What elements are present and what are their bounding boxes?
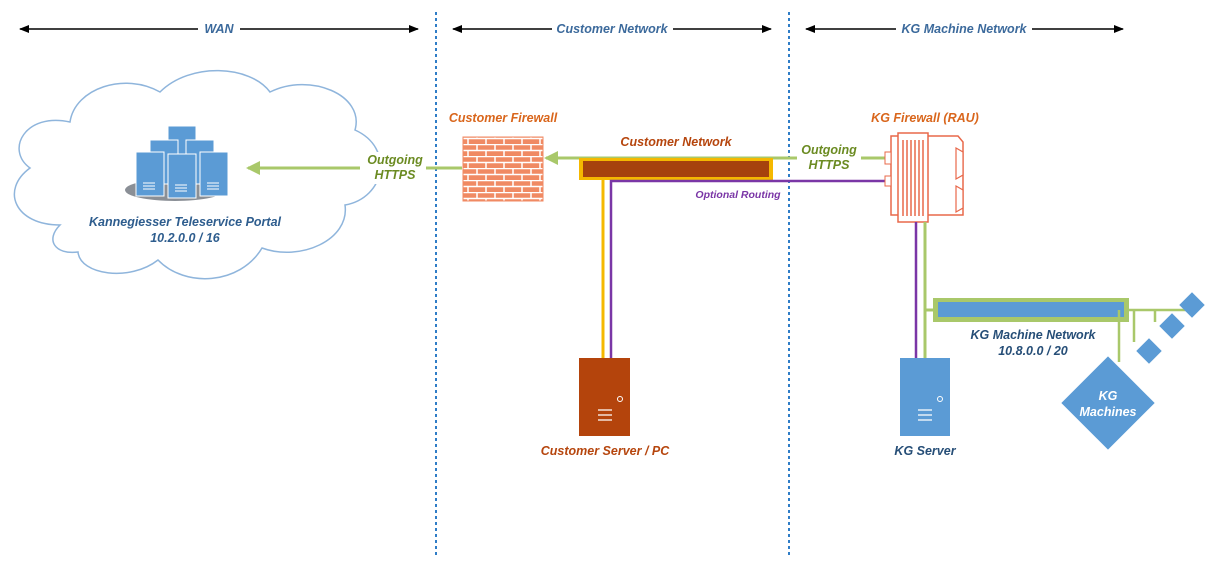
kg-server-label: KG Server <box>894 444 956 458</box>
kg-machine-links <box>1117 308 1195 362</box>
optional-routing-link <box>609 179 888 360</box>
zone-arrow-wan: WAN <box>19 22 419 36</box>
customer-firewall-label: Customer Firewall <box>449 111 558 125</box>
portal-subnet: 10.2.0.0 / 16 <box>150 231 221 245</box>
zone-label-kg-machine-network: KG Machine Network <box>901 22 1027 36</box>
customer-server-label: Customer Server / PC <box>541 444 670 458</box>
kg-machine-small-1 <box>1179 292 1205 318</box>
optional-routing-label: Optional Routing <box>695 189 781 201</box>
kg-firewall-icon <box>884 132 964 223</box>
kg-machines-icon <box>1061 356 1155 450</box>
server-cluster-icon <box>125 125 229 201</box>
zone-label-wan: WAN <box>204 22 234 36</box>
kg-server-icon <box>900 358 950 436</box>
zone-arrow-customer: Customer Network <box>452 22 772 36</box>
https-right-line2: HTTPS <box>809 158 851 172</box>
https-right-line1: Outgoing <box>801 143 857 157</box>
kg-machine-network-subnet: 10.8.0.0 / 20 <box>998 344 1068 358</box>
customer-firewall-icon <box>462 136 544 202</box>
portal-name: Kannegiesser Teleservice Portal <box>89 215 282 229</box>
zone-arrow-kg: KG Machine Network <box>805 22 1124 36</box>
kg-machine-small-2 <box>1159 313 1185 339</box>
kg-machine-network-name: KG Machine Network <box>970 328 1096 342</box>
kg-machines-line2: Machines <box>1080 405 1137 419</box>
kg-machine-small-3 <box>1136 338 1162 364</box>
customer-server-icon <box>579 358 630 436</box>
kg-machines-line1: KG <box>1099 389 1118 403</box>
kg-firewall-label: KG Firewall (RAU) <box>871 111 979 125</box>
customer-network-bar-label: Customer Network <box>620 135 732 149</box>
https-left-line2: HTTPS <box>375 168 417 182</box>
zone-label-customer-network: Customer Network <box>556 22 668 36</box>
https-left-line1: Outgoing <box>367 153 423 167</box>
